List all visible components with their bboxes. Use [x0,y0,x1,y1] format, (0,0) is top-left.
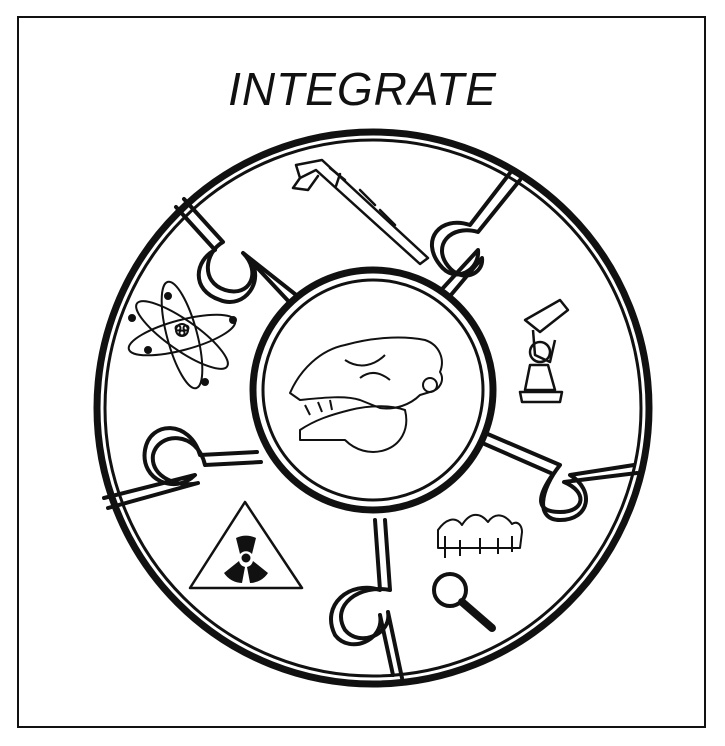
caliper-icon [293,160,428,264]
tooth-profile-icon [438,515,522,558]
radiation-icon [190,502,302,588]
magnifier-icon [434,574,492,628]
center-piece [253,270,493,510]
atom-icon [125,278,239,392]
robotic-arm-icon [520,300,568,402]
